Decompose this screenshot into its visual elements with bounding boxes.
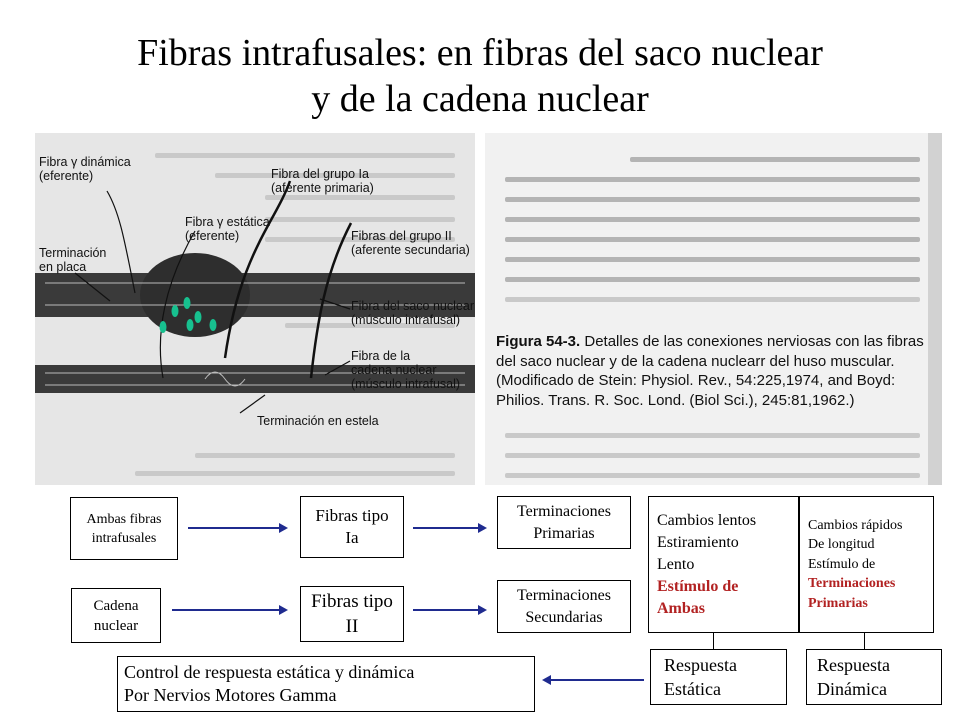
trail-ending-line — [240, 395, 265, 413]
arrow-ia-to-primarias — [413, 527, 485, 529]
label-group-ia: Fibra del grupo Ia(aferente primaria) — [271, 167, 374, 195]
figure-caption: Figura 54-3. Detalles de las conexiones … — [496, 332, 936, 410]
label-group-ii: Fibras del grupo II(aferente secundaria) — [351, 229, 470, 257]
muscle-spindle-illustration: Fibra γ dinámica(eferente) Fibra del gru… — [35, 133, 475, 485]
connector-rapidos — [864, 633, 865, 649]
arrow-ii-to-secundarias — [413, 609, 485, 611]
nuclear-bag-swelling — [140, 253, 250, 337]
arrow-respuesta-to-control — [544, 679, 644, 681]
figure-caption-label: Figura 54-3. — [496, 333, 580, 350]
scanned-text-page — [485, 133, 942, 485]
label-dynamic-gamma: Fibra γ dinámica(eferente) — [39, 155, 131, 183]
connector-lentos — [713, 633, 714, 649]
arrow-cadena-to-ii — [172, 609, 286, 611]
slide-title-line-2: y de la cadena nuclear — [0, 76, 960, 122]
label-nuclear-bag: Fibra del saco nuclear(músculo intrafusa… — [351, 299, 474, 327]
arrow-ambas-to-ia — [188, 527, 286, 529]
box-control-gamma: Control de respuesta estática y dinámica… — [117, 656, 535, 712]
label-trail-ending: Terminación en estela — [257, 414, 379, 428]
slide-title-line-1: Fibras intrafusales: en fibras del saco … — [0, 30, 960, 76]
label-static-gamma: Fibra γ estática(eferente) — [185, 215, 270, 243]
